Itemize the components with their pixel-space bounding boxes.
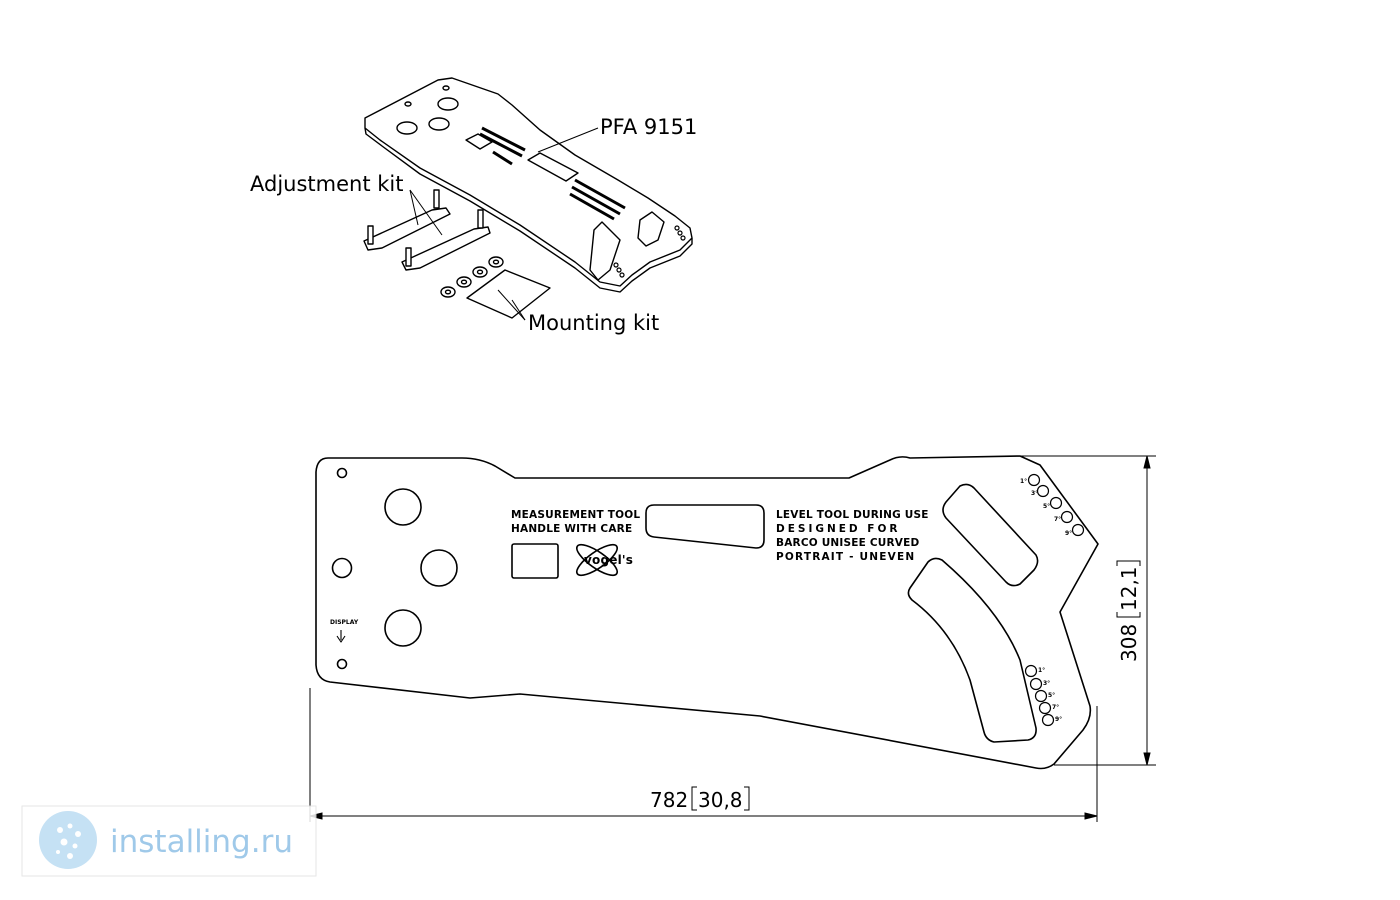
hole-medium: [331, 557, 353, 579]
plate-level-2: DESIGNED FOR: [776, 523, 901, 535]
angle-mark: 5°: [1048, 692, 1055, 699]
dimension-lines: [309, 455, 1156, 822]
bracket-open: [1116, 560, 1141, 566]
leader-mount-2: [511, 299, 526, 321]
angle-mark: 1°: [1038, 667, 1045, 674]
isometric-view: [363, 77, 693, 319]
angle-mark: 9°: [1055, 716, 1062, 723]
iso-studs: [367, 189, 484, 267]
height-in: 12,1: [1117, 566, 1141, 611]
width-in: 30,8: [698, 788, 743, 812]
plate-text-2: HANDLE WITH CARE: [511, 523, 632, 535]
angle-mark: 3°: [1031, 490, 1038, 497]
iso-hole: [437, 97, 459, 111]
iso-hole: [404, 101, 412, 107]
watermark-logo-icon: [39, 811, 97, 869]
watermark: installing.ru: [21, 805, 317, 877]
iso-window: [637, 211, 665, 247]
angle-holes-bottom: [1024, 664, 1055, 727]
leader-product: [537, 127, 599, 153]
iso-plate-edge: [364, 127, 693, 293]
arrowhead: [1143, 752, 1151, 766]
angle-mark: 7°: [1054, 516, 1061, 523]
bracket-close: [744, 786, 750, 811]
angle-mark: 5°: [1043, 503, 1050, 510]
angle-holes-top: [1027, 473, 1085, 537]
arrowhead: [1084, 812, 1098, 820]
product-label: PFA 9151: [600, 115, 697, 139]
iso-mounting-bag: [466, 269, 551, 319]
vogels-logo: vogel's: [576, 543, 633, 577]
iso-hole: [428, 117, 450, 131]
display-label: DISPLAY: [330, 619, 359, 626]
hole-small: [336, 658, 348, 670]
display-arrow-icon: [336, 630, 346, 643]
adjustment-kit-label: Adjustment kit: [250, 172, 403, 196]
front-view: [315, 455, 1099, 770]
iso-hole: [396, 121, 418, 135]
bracket-open: [691, 786, 697, 811]
mounting-kit-label: Mounting kit: [528, 311, 659, 335]
plate-text-1: MEASUREMENT TOOL: [511, 509, 640, 521]
watermark-logo-pattern: [56, 823, 81, 859]
leader-mount-1: [497, 289, 526, 321]
watermark-text: installing.ru: [110, 824, 293, 860]
leader-adjust-1: [409, 189, 419, 226]
iso-window: [527, 152, 579, 182]
hole-large: [384, 609, 422, 647]
plate-level-1: LEVEL TOOL DURING USE: [776, 509, 929, 521]
angle-mark: 1°: [1020, 478, 1027, 485]
iso-angle-dots: [613, 225, 686, 278]
iso-adjust-bar-1: [363, 207, 451, 251]
height-mm: 308: [1117, 624, 1141, 662]
hole-small: [336, 467, 348, 479]
iso-adjust-bar-2: [401, 226, 491, 271]
brand-name: vogel's: [584, 553, 633, 567]
hole-large: [420, 549, 458, 587]
plate-outline: [315, 455, 1099, 770]
iso-print: [479, 126, 626, 221]
leaders: [409, 127, 599, 321]
hole-large: [384, 488, 422, 526]
iso-plate: [364, 77, 693, 287]
angle-mark: 3°: [1043, 680, 1050, 687]
width-mm: 782: [650, 788, 688, 812]
iso-hole: [442, 85, 450, 91]
label-square: [511, 543, 559, 579]
slot-window: [645, 504, 765, 549]
plate-level-3: BARCO UNISEE CURVED: [776, 537, 920, 549]
angle-mark: 9°: [1065, 530, 1072, 537]
curved-window-upper: [942, 483, 1039, 587]
leader-adjust-2: [409, 189, 443, 236]
plate-level-4: PORTRAIT - UNEVEN: [776, 551, 915, 563]
iso-square: [465, 133, 493, 150]
iso-window: [589, 221, 621, 281]
angle-mark: 7°: [1052, 704, 1059, 711]
curved-window-lower: [907, 557, 1037, 743]
bracket-close: [1116, 612, 1141, 618]
iso-washers: [440, 256, 504, 298]
arrowhead: [1143, 455, 1151, 469]
